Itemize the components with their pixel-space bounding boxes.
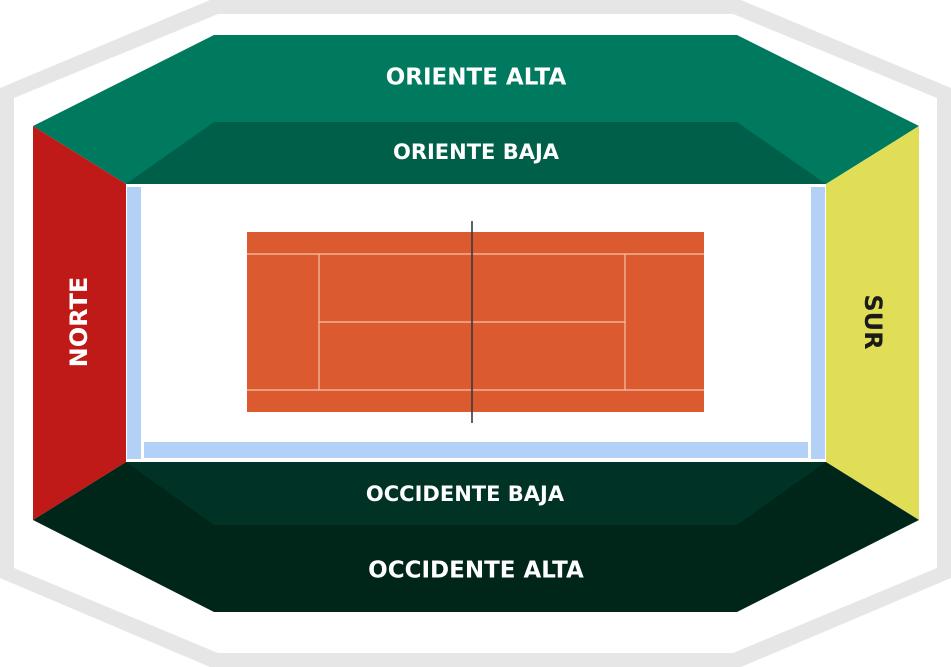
label-norte: NORTE: [65, 277, 93, 368]
label-oriente-baja: ORIENTE BAJA: [393, 140, 560, 164]
label-occidente-alta: OCCIDENTE ALTA: [368, 558, 584, 584]
label-sur: SUR: [859, 294, 887, 349]
walkway-left: [127, 187, 141, 459]
section-occidente-baja[interactable]: [126, 462, 826, 525]
walkway-right: [811, 187, 825, 459]
walkway-bottom: [144, 442, 808, 458]
section-sur[interactable]: [826, 126, 919, 520]
section-norte[interactable]: [33, 126, 126, 520]
tennis-court: [247, 221, 704, 423]
section-oriente-baja[interactable]: [126, 122, 826, 184]
label-oriente-alta: ORIENTE ALTA: [386, 65, 567, 91]
label-occidente-baja: OCCIDENTE BAJA: [366, 482, 565, 506]
